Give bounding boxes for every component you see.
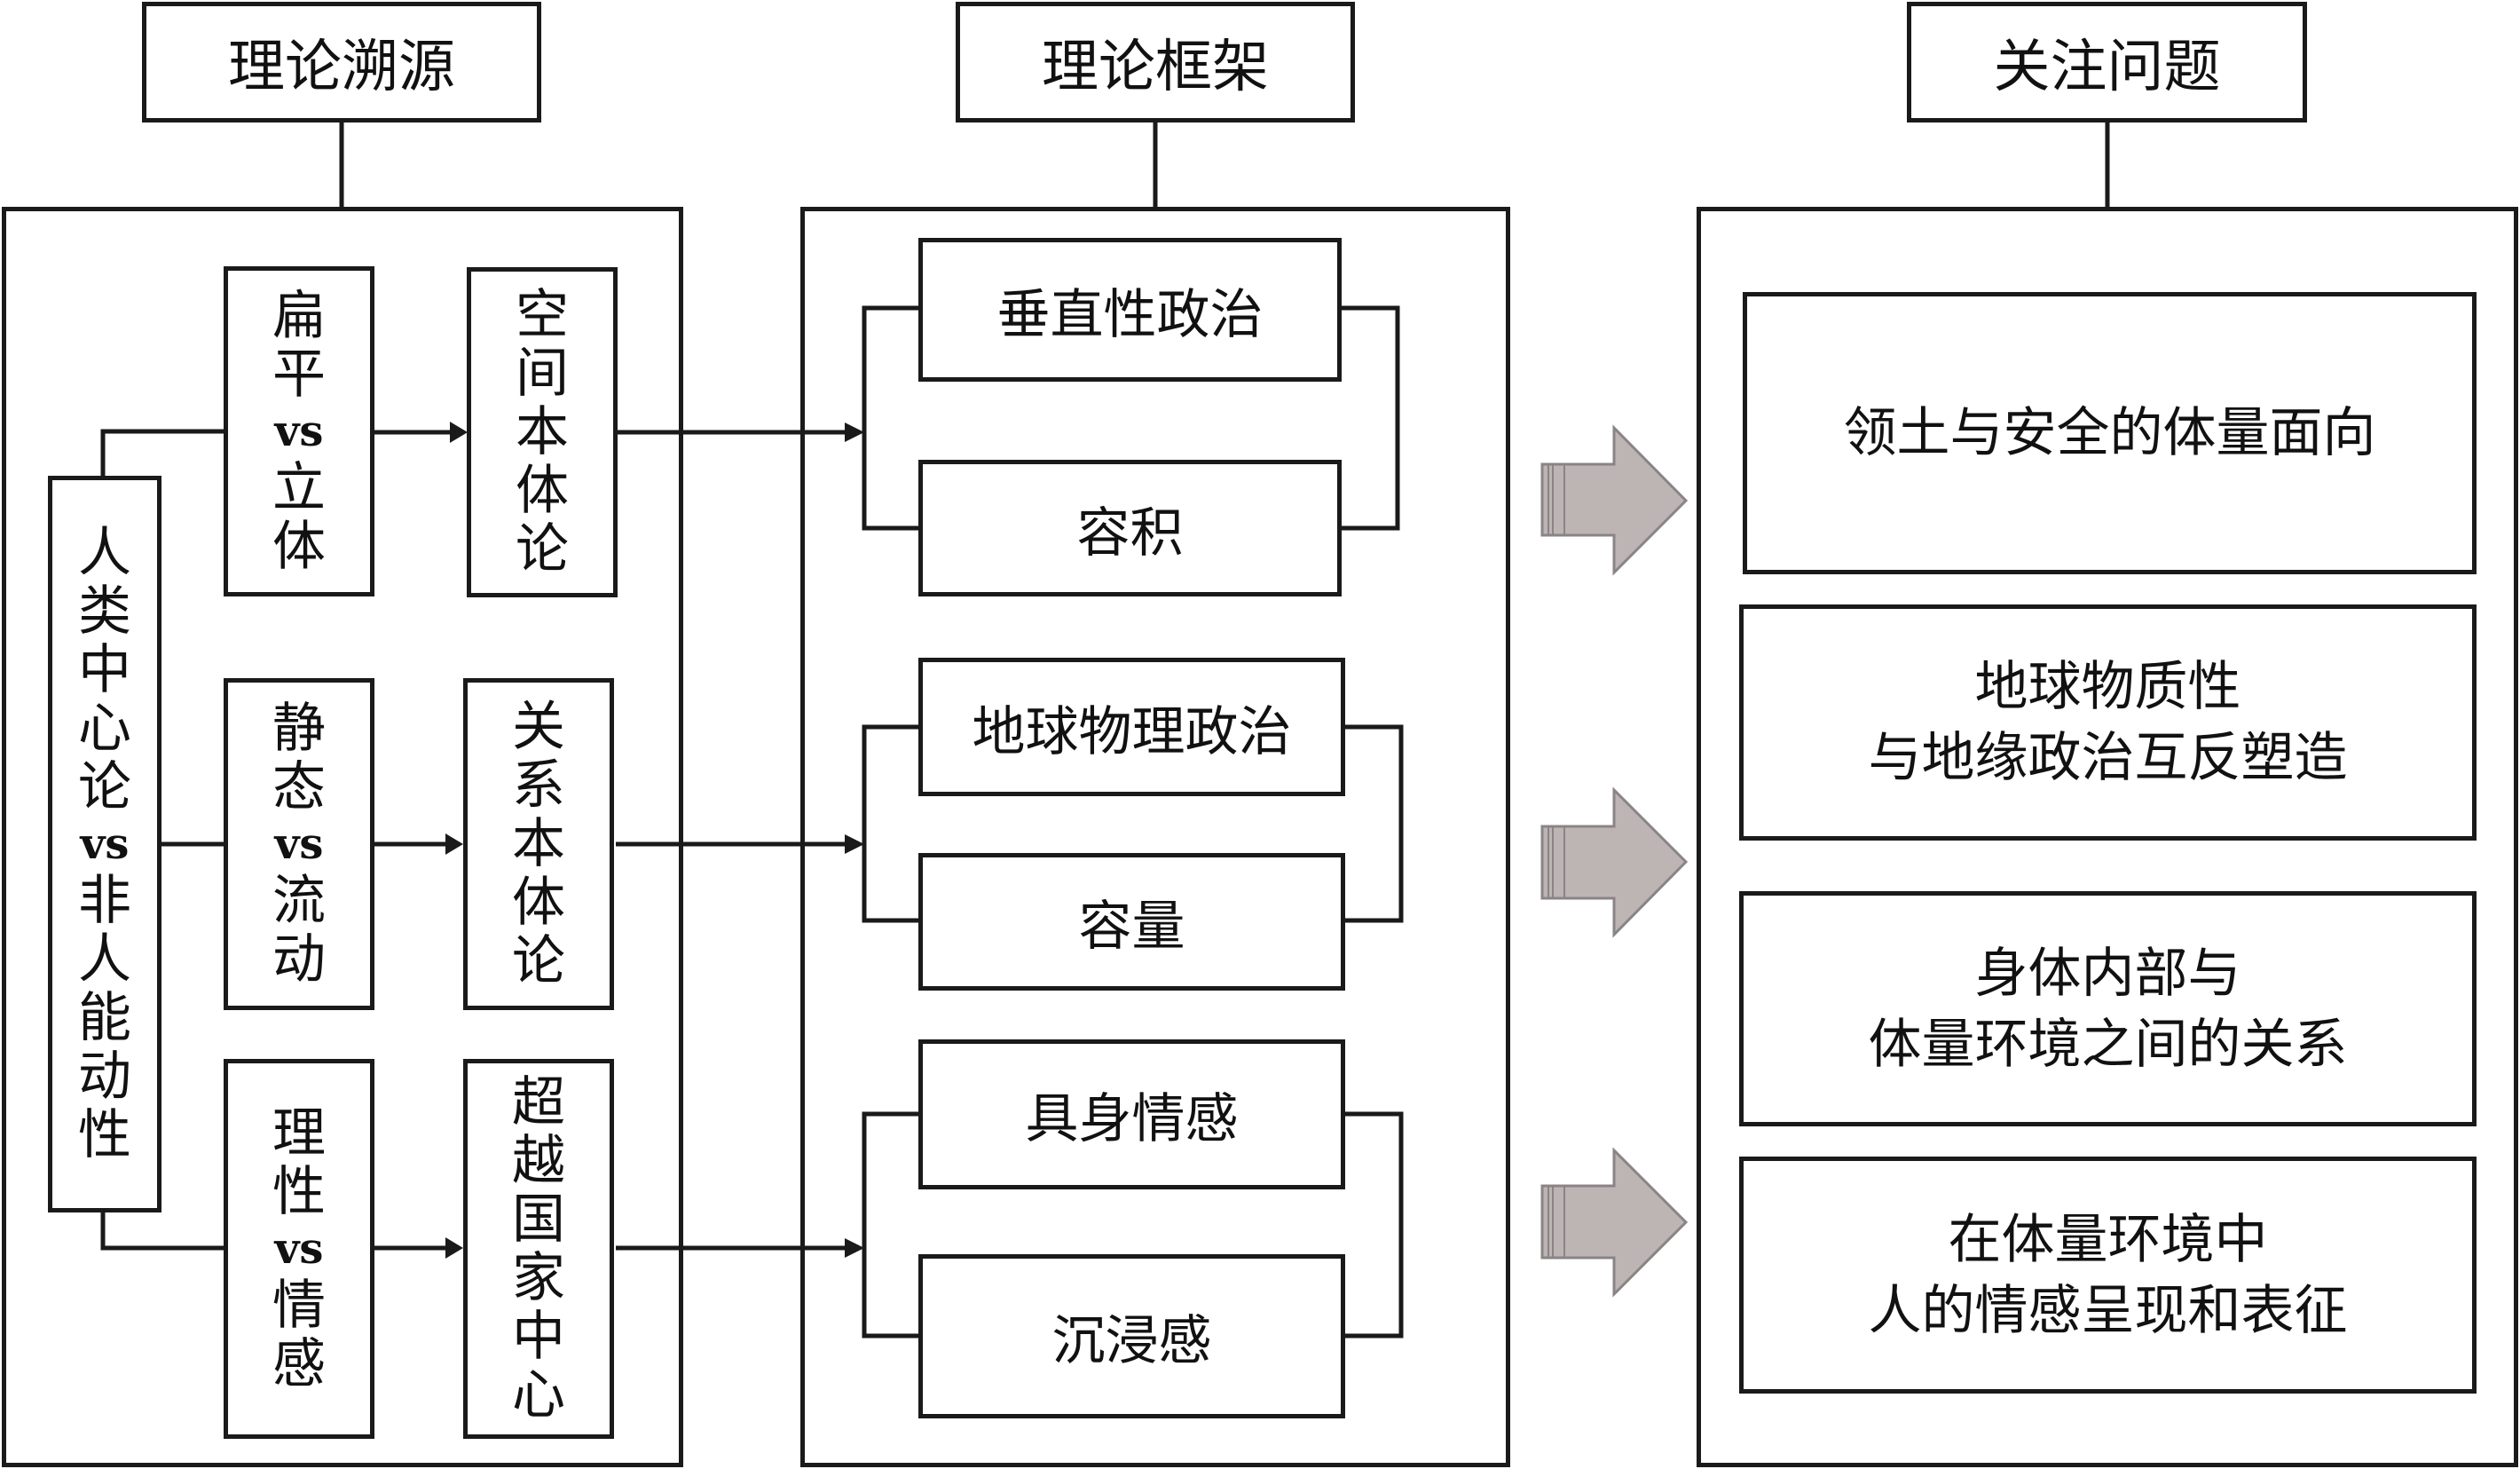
- arrowhead-pair1: [450, 422, 468, 443]
- arrowhead-pair3: [445, 1237, 463, 1259]
- vs-label: vs: [274, 819, 324, 869]
- char: 性: [272, 1161, 326, 1223]
- char: 越: [512, 1130, 565, 1192]
- group2-left-bracket: [862, 724, 920, 923]
- result-box-spatial-ontology: 空 间 本 体 论: [467, 267, 618, 597]
- char: 心: [78, 698, 131, 760]
- issue-line: 领土与安全的体量面向: [1843, 402, 2376, 464]
- big-arrow-icon-1: [1540, 424, 1689, 576]
- char: 人: [78, 522, 131, 584]
- framework-label: 地球物理政治: [972, 700, 1292, 763]
- char: 间: [516, 343, 569, 405]
- framework-box-immersion: 沉浸感: [918, 1254, 1345, 1418]
- framework-label: 容量: [1078, 896, 1185, 958]
- issue-box-3: 身体内部与 体量环境之间的关系: [1739, 891, 2477, 1126]
- char: 动: [78, 1046, 131, 1108]
- framework-box-volume: 容积: [918, 460, 1342, 596]
- char: 论: [512, 930, 565, 992]
- main-to-pair1-line: [100, 429, 225, 478]
- framework-label: 容积: [1076, 502, 1184, 565]
- anthropocentrism-box: 人 类 中 心 论 vs 非 人 能 动 性: [48, 476, 161, 1212]
- header-issues-label: 关注问题: [1993, 35, 2221, 100]
- main-to-pair3-line: [100, 1211, 225, 1251]
- char: 动: [272, 928, 326, 991]
- framework-panel: [800, 207, 1510, 1467]
- char: 超: [512, 1071, 565, 1133]
- group3-left-bracket: [862, 1111, 920, 1339]
- arrowhead-framework1: [845, 423, 864, 442]
- issue-line: 人的情感呈现和表征: [1868, 1279, 2348, 1342]
- issue-box-1: 领土与安全的体量面向: [1743, 292, 2477, 574]
- framework-label: 垂直性政治: [996, 283, 1264, 346]
- vs-label: vs: [80, 819, 130, 869]
- result-box-relational-ontology: 关 系 本 体 论: [463, 678, 614, 1010]
- vs-label: vs: [274, 407, 324, 456]
- char: 流: [272, 870, 326, 932]
- char: 本: [516, 401, 569, 463]
- pair-box-rational-vs-emotional: 理 性 vs 情 感: [224, 1059, 374, 1439]
- char: 类: [78, 580, 131, 643]
- framework-box-vertical-politics: 垂直性政治: [918, 238, 1342, 382]
- char: 空: [516, 284, 569, 346]
- framework-box-capacity: 容量: [918, 853, 1345, 991]
- char: 论: [78, 756, 131, 818]
- framework-box-embodied-emotion: 具身情感: [918, 1039, 1345, 1189]
- char: 扁: [272, 285, 326, 347]
- issue-line: 与地缘政治互反塑造: [1868, 727, 2348, 789]
- arrowhead-pair2: [445, 833, 463, 855]
- char: 体: [516, 460, 569, 522]
- arrowhead-framework2: [845, 834, 864, 854]
- issue-line: 在体量环境中: [1948, 1208, 2268, 1271]
- framework-label: 具身情感: [1025, 1088, 1239, 1150]
- char: 心: [512, 1364, 565, 1426]
- char: 人: [78, 928, 131, 991]
- pair-box-flat-vs-volumetric: 扁 平 vs 立 体: [224, 266, 374, 596]
- group2-right-bracket: [1343, 724, 1404, 923]
- big-arrow-icon-2: [1540, 786, 1689, 938]
- group1-left-bracket: [862, 305, 920, 531]
- char: 非: [78, 870, 131, 932]
- char: 系: [512, 754, 565, 817]
- framework-label: 沉浸感: [1051, 1310, 1212, 1372]
- group3-right-bracket: [1343, 1111, 1404, 1339]
- anthropocentrism-text: 人 类 中 心 论 vs 非 人 能 动 性: [78, 524, 131, 1165]
- char: 本: [512, 813, 565, 875]
- char: 感: [272, 1333, 326, 1395]
- char: 平: [272, 344, 326, 406]
- char: 静: [272, 698, 326, 760]
- issue-box-4: 在体量环境中 人的情感呈现和表征: [1739, 1157, 2477, 1394]
- issue-line: 地球物质性: [1974, 656, 2241, 718]
- char: 体: [512, 872, 565, 934]
- char: 态: [272, 756, 326, 818]
- origins-panel: [2, 207, 683, 1467]
- issues-panel: [1697, 207, 2518, 1467]
- char: 中: [78, 639, 131, 701]
- char: 体: [272, 516, 326, 578]
- char: 关: [512, 696, 565, 758]
- big-arrow-icon-3: [1540, 1147, 1689, 1298]
- char: 理: [272, 1102, 326, 1165]
- header-framework: 理论框架: [956, 2, 1355, 122]
- char: 能: [78, 987, 131, 1049]
- char: 性: [78, 1104, 131, 1166]
- issue-line: 身体内部与: [1974, 942, 2241, 1005]
- char: 中: [512, 1306, 565, 1368]
- char: 家: [512, 1247, 565, 1309]
- issue-box-2: 地球物质性 与地缘政治互反塑造: [1739, 604, 2477, 841]
- char: 论: [516, 518, 569, 580]
- issue-line: 体量环境之间的关系: [1868, 1013, 2348, 1076]
- pair-box-static-vs-flow: 静 态 vs 流 动: [224, 678, 374, 1010]
- char: 国: [512, 1189, 565, 1251]
- vs-label: vs: [274, 1224, 324, 1274]
- group1-right-bracket: [1340, 305, 1400, 531]
- header-framework-label: 理论框架: [1042, 35, 1269, 100]
- char: 情: [272, 1275, 326, 1337]
- framework-box-geophysical-politics: 地球物理政治: [918, 658, 1345, 796]
- header-origins-label: 理论溯源: [228, 35, 455, 100]
- char: 立: [272, 457, 326, 519]
- header-issues: 关注问题: [1907, 2, 2307, 122]
- result-box-beyond-state-centrism: 超 越 国 家 中 心: [463, 1059, 614, 1439]
- header-origins: 理论溯源: [142, 2, 541, 122]
- arrowhead-framework3: [845, 1238, 864, 1258]
